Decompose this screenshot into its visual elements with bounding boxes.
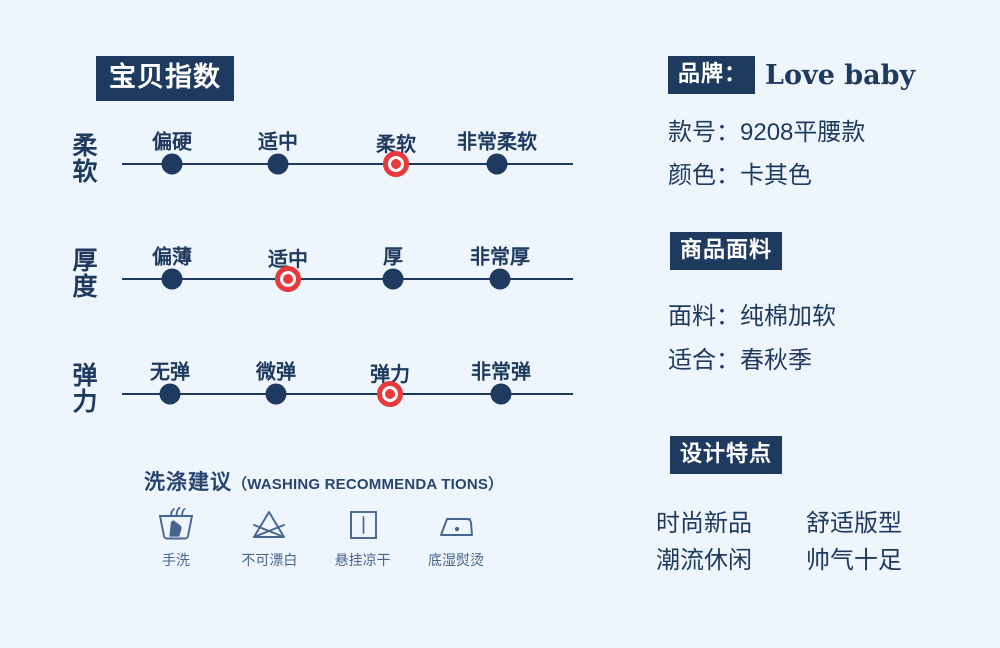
tick-dot [265,383,287,405]
slider-tick[interactable]: 厚 [382,247,404,290]
tick-label: 适中 [268,249,308,271]
tick-dot-selected [275,266,301,292]
tick-label: 偏硬 [152,131,192,154]
wash-item-caption: 不可漂白 [241,552,298,568]
slider-tick[interactable]: 无弹 [150,362,190,405]
wash-item-caption: 手洗 [162,552,190,568]
baby-index-panel: 宝贝指数 柔软 偏硬 适中 柔软 非常柔软 [0,0,620,648]
baby-index-title: 宝贝指数 [96,56,234,101]
tick-label: 非常厚 [470,246,530,269]
tick-label: 无弹 [150,361,190,384]
design-feature-item: 潮流休闲 [656,547,752,574]
wash-item-iron-steam: 底湿熨烫 [416,504,496,570]
tick-dot [159,383,181,405]
slider-axis-label: 厚度 [72,247,98,301]
hand-wash-icon [136,504,216,546]
fabric-line: 面料：纯棉加软 [668,303,836,330]
wash-item-line-dry: 悬挂凉干 [323,504,403,570]
slider-tick[interactable]: 非常弹 [471,362,531,405]
tick-dot [161,268,183,290]
line-dry-icon [323,504,403,546]
slider-tick[interactable]: 适中 [258,132,298,175]
brand-row: 品牌： Love baby [668,56,915,94]
slider-tick-selected[interactable]: 适中 [268,249,308,292]
do-not-bleach-icon [229,504,309,546]
slider-tick-selected[interactable]: 弹力 [370,364,410,407]
design-feature-item: 时尚新品 [656,510,752,537]
slider-track[interactable] [122,278,573,280]
slider-row-elasticity: 弹力 无弹 微弹 弹力 非常弹 [0,348,620,463]
design-section-title: 设计特点 [670,436,783,474]
washing-heading-en: （WASHING RECOMMENDA TIONS） [232,476,504,493]
washing-icon-list: 手洗 不可漂白 悬 [136,504,496,570]
tick-dot [161,153,183,175]
tick-dot [490,383,512,405]
slider-tick-selected[interactable]: 柔软 [376,134,416,177]
tick-dot [267,153,289,175]
fabric-section-title: 商品面料 [670,232,783,270]
wash-item-hand-wash: 手洗 [136,504,216,570]
brand-label-badge: 品牌： [668,56,756,94]
slider-tick[interactable]: 偏薄 [152,247,192,290]
wash-item-caption: 悬挂凉干 [334,552,391,568]
tick-label: 厚 [383,246,403,269]
tick-label: 微弹 [256,361,296,384]
slider-row-thickness: 厚度 偏薄 适中 厚 非常厚 [0,233,620,348]
slider-axis-label: 柔软 [72,132,98,186]
color-line: 颜色：卡其色 [668,162,812,189]
design-feature-row: 潮流休闲 帅气十足 [656,540,996,575]
wash-item-caption: 底湿熨烫 [427,552,484,568]
tick-dot-selected [377,381,403,407]
iron-steam-icon [416,504,496,546]
design-feature-item: 帅气十足 [806,547,902,574]
tick-dot [489,268,511,290]
washing-heading-cn: 洗涤建议 [144,471,232,494]
slider-tick[interactable]: 微弹 [256,362,296,405]
index-slider-group: 柔软 偏硬 适中 柔软 非常柔软 [0,118,620,463]
design-feature-row: 时尚新品 舒适版型 [656,503,996,538]
slider-axis-label: 弹力 [72,362,98,416]
tick-label: 柔软 [376,134,416,156]
design-feature-item: 舒适版型 [806,510,902,537]
slider-tick[interactable]: 非常柔软 [457,132,537,175]
season-line: 适合：春秋季 [668,347,812,374]
tick-label: 偏薄 [152,246,192,269]
brand-name: Love baby [765,59,916,91]
tick-dot-selected [383,151,409,177]
tick-dot [486,153,508,175]
tick-label: 非常弹 [471,361,531,384]
wash-item-do-not-bleach: 不可漂白 [229,504,309,570]
slider-row-softness: 柔软 偏硬 适中 柔软 非常柔软 [0,118,620,233]
tick-label: 非常柔软 [457,131,537,154]
model-number-line: 款号：9208平腰款 [668,119,866,146]
tick-label: 适中 [258,131,298,154]
slider-tick[interactable]: 偏硬 [152,132,192,175]
slider-track[interactable] [122,163,573,165]
slider-track[interactable] [122,393,573,395]
tick-label: 弹力 [370,364,410,386]
washing-recommendations-heading: 洗涤建议（WASHING RECOMMENDA TIONS） [144,466,503,496]
product-info-panel: 品牌： Love baby 款号：9208平腰款 颜色：卡其色 商品面料 面料：… [620,0,1000,648]
tick-dot [382,268,404,290]
slider-tick[interactable]: 非常厚 [470,247,530,290]
